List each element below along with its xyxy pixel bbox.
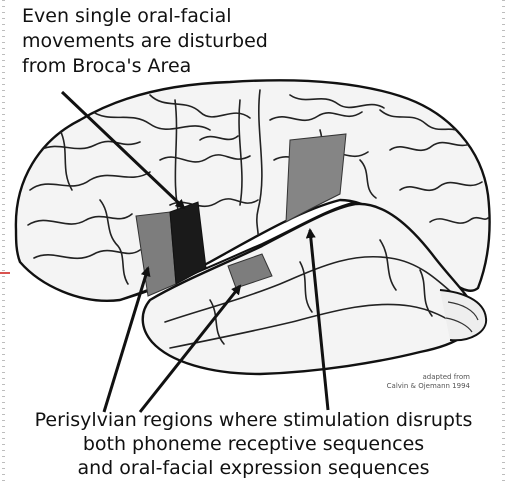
caption-line: movements are disturbed [22, 29, 268, 54]
caption-line: both phoneme receptive sequences [0, 432, 507, 456]
caption-line: Even single oral-facial [22, 4, 268, 29]
credit-line: adapted from [370, 373, 470, 382]
caption-line: and oral-facial expression sequences [0, 456, 507, 480]
caption-line: from Broca's Area [22, 54, 268, 79]
source-credit: adapted from Calvin & Ojemann 1994 [370, 373, 470, 391]
caption-line: Perisylvian regions where stimulation di… [0, 408, 507, 432]
credit-line: Calvin & Ojemann 1994 [370, 382, 470, 391]
brocas-area-caption: Even single oral-facial movements are di… [22, 4, 268, 79]
perisylvian-caption: Perisylvian regions where stimulation di… [0, 408, 507, 480]
